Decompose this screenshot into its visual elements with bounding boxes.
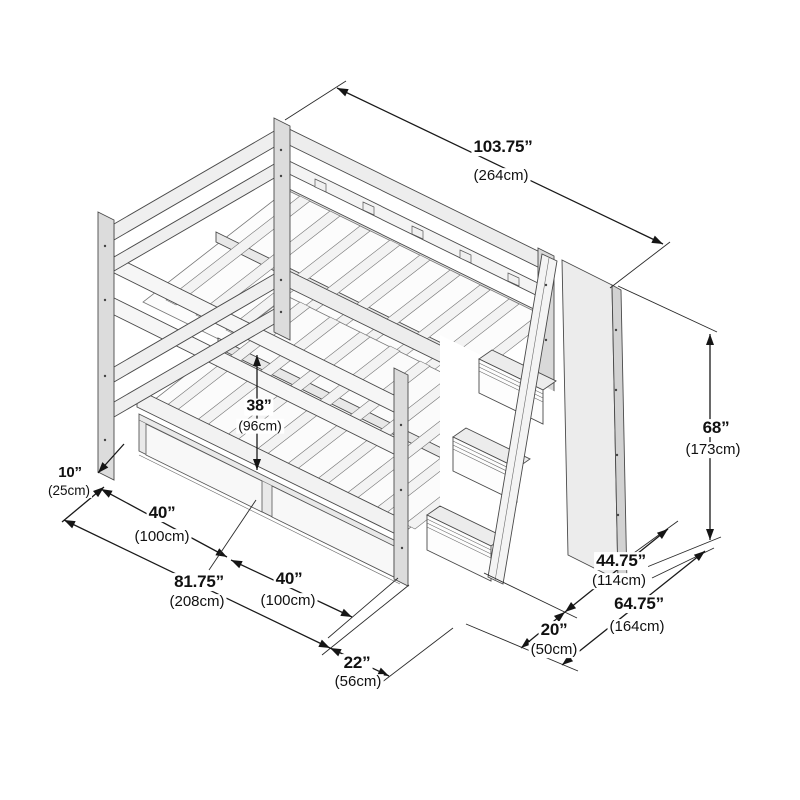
- label-drawer2-in: 40”: [273, 569, 305, 589]
- staircase: [399, 253, 628, 585]
- label-bed-depth-in: 44.75”: [594, 551, 648, 571]
- stair-handrail: [487, 253, 558, 585]
- left-end-panel: [97, 117, 291, 481]
- drawer-front-left: [145, 423, 263, 513]
- bolt-holes: [103, 148, 283, 442]
- dimension-lines: [61, 80, 722, 687]
- label-total-length-cm: (264cm): [471, 167, 531, 185]
- dim-offset-b: [61, 486, 105, 523]
- dim-offset-a: [97, 443, 125, 474]
- label-bed-depth-cm: (114cm): [590, 572, 648, 590]
- left-back-post: [273, 117, 291, 341]
- left-front-post: [97, 211, 115, 481]
- label-bed-length-in: 81.75”: [172, 572, 226, 592]
- label-drawer1-cm: (100cm): [132, 528, 192, 546]
- stair-steps: [426, 349, 557, 582]
- label-total-depth-cm: (164cm): [607, 618, 667, 636]
- bolt-holes-right: [399, 283, 620, 550]
- label-stair-depth-ext-cm: (50cm): [528, 641, 580, 659]
- label-total-depth-in: 64.75”: [612, 594, 666, 614]
- label-clearance-in: 38”: [244, 397, 274, 416]
- label-offset-cm: (25cm): [45, 482, 93, 499]
- label-stair-length-ext-in: 22”: [341, 653, 373, 673]
- label-height-cm: (173cm): [683, 441, 743, 459]
- label-stair-depth-ext-in: 20”: [538, 620, 570, 640]
- label-offset-in: 10”: [56, 464, 84, 482]
- label-bed-length-cm: (208cm): [167, 593, 227, 611]
- dim-total-length: [336, 87, 664, 245]
- label-drawer2-cm: (100cm): [258, 592, 318, 610]
- right-front-post: [393, 367, 409, 587]
- label-drawer1-in: 40”: [146, 503, 178, 523]
- label-stair-length-ext-cm: (56cm): [332, 673, 384, 691]
- label-total-length-in: 103.75”: [471, 137, 535, 157]
- label-clearance-cm: (96cm): [236, 417, 284, 434]
- label-height-in: 68”: [700, 418, 732, 438]
- stair-outer-panel: [561, 259, 619, 581]
